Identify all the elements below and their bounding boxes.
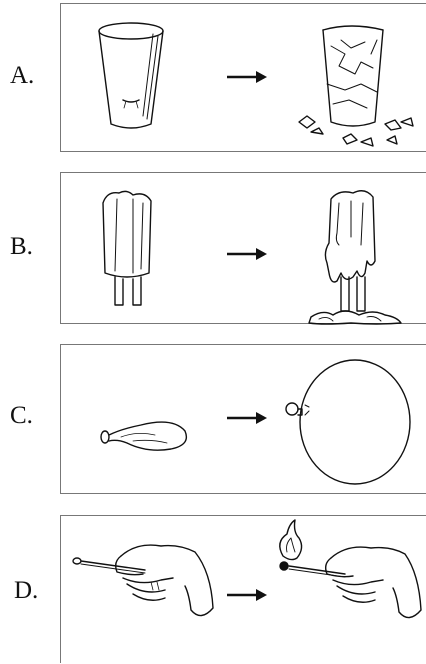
option-d-label: D. [14, 578, 38, 603]
empty-glass-icon [99, 23, 163, 128]
arrow-icon [227, 247, 267, 261]
arrow-icon [227, 411, 267, 425]
option-b-label: B. [10, 234, 33, 259]
match-head-icon [280, 562, 288, 570]
hand-holding-match-icon [73, 545, 213, 615]
popsicle-icon [103, 191, 151, 305]
deflated-balloon-icon [101, 422, 186, 450]
arrow-icon [227, 588, 267, 602]
option-c-label: C. [10, 403, 33, 428]
option-a-label: A. [10, 63, 34, 88]
option-c-panel[interactable] [60, 344, 426, 494]
option-a-panel[interactable] [60, 3, 426, 152]
arrow-icon [227, 70, 267, 84]
hand-holding-lit-match-icon [280, 520, 421, 618]
melted-popsicle-icon [309, 191, 401, 324]
shattered-glass-icon [299, 26, 413, 146]
inflated-balloon-icon [286, 360, 410, 484]
option-d-panel[interactable] [60, 515, 426, 663]
option-b-panel[interactable] [60, 172, 426, 324]
